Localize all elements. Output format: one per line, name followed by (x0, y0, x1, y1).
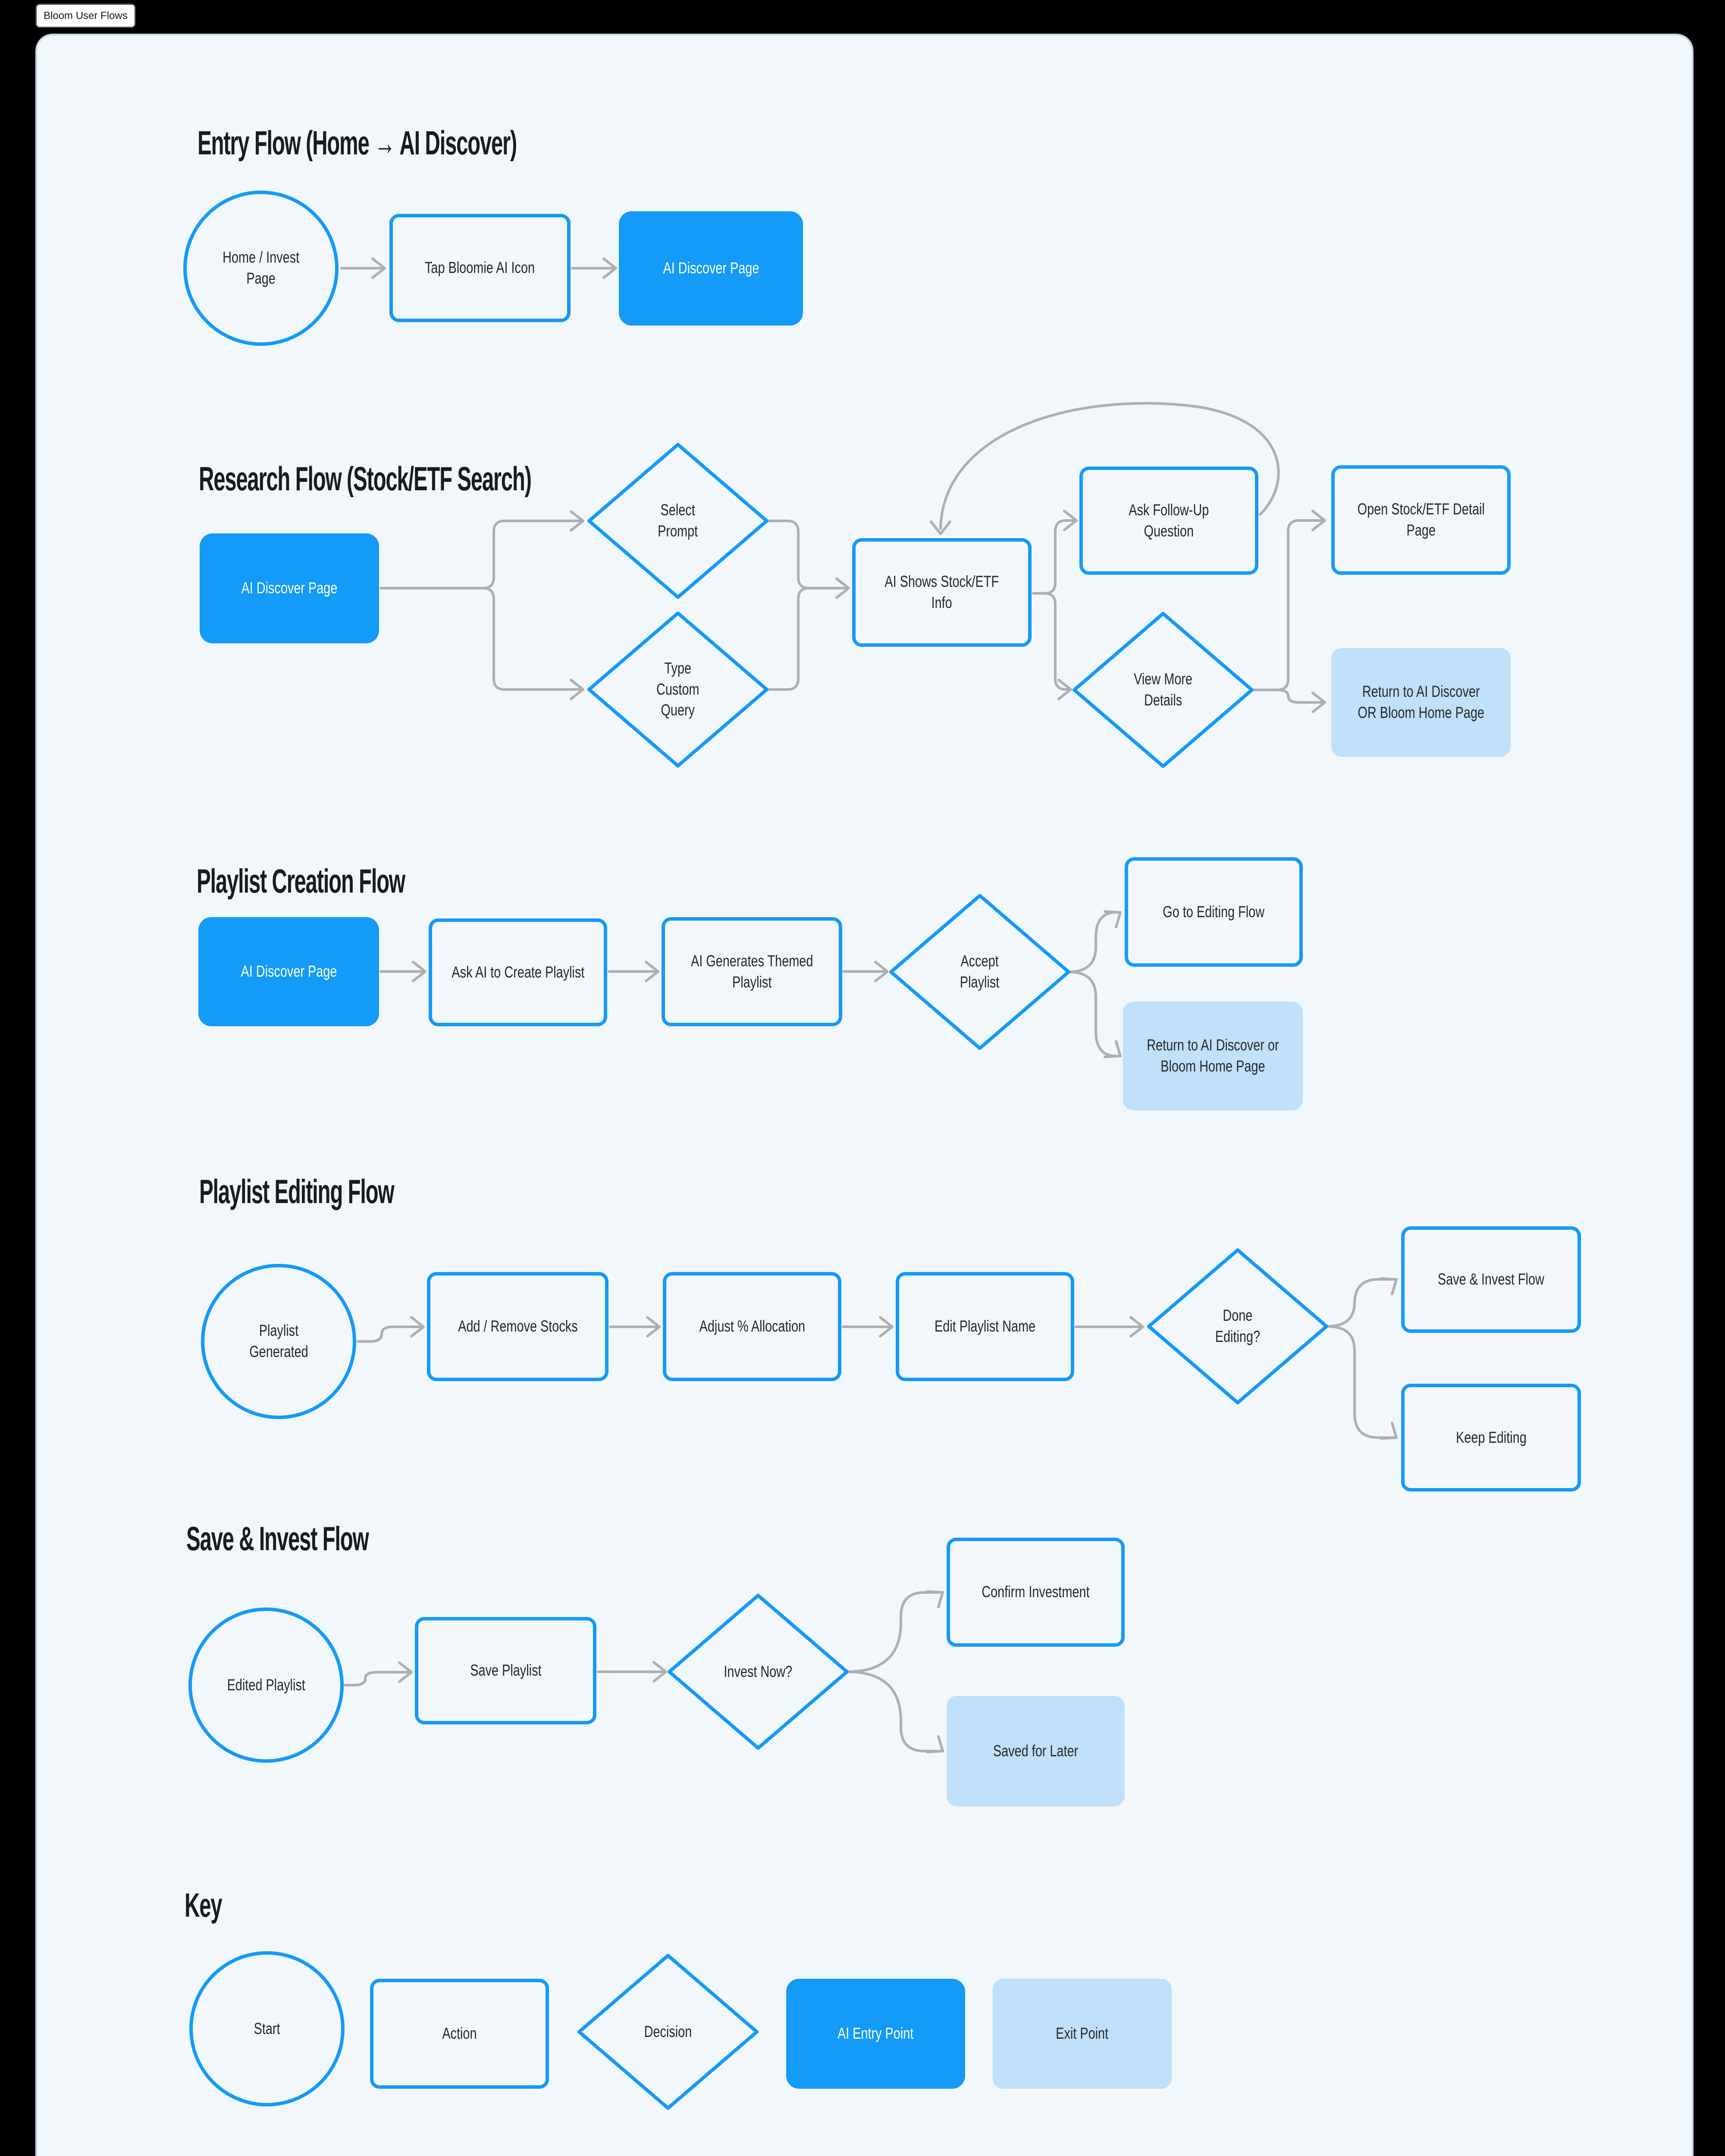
node-adjust-allocation[interactable]: Adjust % Allocation (663, 1272, 841, 1381)
section-title-text: Playlist Editing Flow (199, 1172, 395, 1210)
node-keep-editing[interactable]: Keep Editing (1401, 1384, 1581, 1492)
node-label: View More Details (1134, 670, 1192, 709)
section-title-save-invest-flow: Save & Invest Flow (186, 1520, 476, 1557)
node-label: Edit Playlist Name (934, 1317, 1036, 1335)
node-label: Return to AI Discover OR Bloom Home Page (1358, 683, 1484, 721)
node-tap-bloomie-ai-icon[interactable]: Tap Bloomie AI Icon (389, 214, 571, 322)
node-label: AI Discover Page (241, 579, 338, 597)
section-title-text: Entry Flow (Home → AI Discover) (198, 124, 517, 162)
node-label: Action (442, 2024, 477, 2043)
section-title-text: Playlist Creation Flow (197, 862, 405, 900)
node-label: AI Generates Themed Playlist (690, 952, 813, 991)
node-label: AI Shows Stock/ETF Info (884, 573, 999, 611)
node-label: AI Discover Page (663, 259, 759, 277)
node-ai-discover-page-creation[interactable]: AI Discover Page (198, 917, 379, 1026)
node-label: Accept Playlist (960, 952, 1000, 991)
node-invest-now[interactable]: Invest Now? (667, 1593, 849, 1750)
node-return-exit-research[interactable]: Return to AI Discover OR Bloom Home Page (1331, 648, 1511, 757)
key-ai-entry-point-shape[interactable]: AI Entry Point (786, 1979, 965, 2089)
node-go-to-editing-flow[interactable]: Go to Editing Flow (1125, 857, 1303, 967)
section-title-text: Research Flow (Stock/ETF Search) (199, 460, 532, 498)
node-label: Home / Invest Page (222, 248, 300, 287)
node-ai-discover-page-entry[interactable]: AI Discover Page (619, 211, 803, 326)
node-type-custom-query[interactable]: Type Custom Query (587, 611, 769, 768)
diamond-shape (1073, 612, 1254, 768)
page-title-tag[interactable]: Bloom User Flows (35, 3, 136, 28)
node-label: AI Entry Point (837, 2024, 914, 2043)
section-title-text: Save & Invest Flow (186, 1520, 369, 1557)
node-label: Go to Editing Flow (1163, 903, 1265, 921)
node-label: Adjust % Allocation (699, 1317, 805, 1335)
node-label: Decision (644, 2022, 692, 2040)
node-label: Start (254, 2019, 280, 2037)
node-label: Open Stock/ETF Detail Page (1357, 500, 1485, 539)
diamond-shape (587, 611, 768, 768)
node-confirm-investment[interactable]: Confirm Investment (947, 1538, 1125, 1647)
node-label: AI Discover Page (241, 962, 337, 981)
node-label: Playlist Generated (249, 1322, 308, 1360)
node-done-editing[interactable]: Done Editing? (1147, 1248, 1329, 1405)
node-label: Tap Bloomie AI Icon (425, 259, 535, 277)
node-label: Type Custom Query (656, 659, 699, 719)
diamond-shape (587, 443, 768, 599)
flow-board (35, 34, 1694, 2156)
node-label: Add / Remove Stocks (458, 1317, 578, 1335)
node-playlist-generated[interactable]: Playlist Generated (201, 1264, 356, 1419)
diamond-shape (889, 894, 1070, 1050)
node-label: Confirm Investment (982, 1583, 1090, 1601)
key-decision-shape[interactable]: Decision (577, 1953, 759, 2110)
diamond-shape (577, 1954, 759, 2110)
node-label: Saved for Later (993, 1742, 1079, 1760)
section-title-research-flow: Research Flow (Stock/ETF Search) (199, 460, 726, 497)
key-exit-point-shape[interactable]: Exit Point (993, 1979, 1172, 2089)
node-ai-discover-page-research[interactable]: AI Discover Page (200, 533, 379, 643)
key-start-shape[interactable]: Start (189, 1951, 345, 2106)
node-ai-generates-themed-playlist[interactable]: AI Generates Themed Playlist (662, 917, 842, 1026)
node-home-invest-page[interactable]: Home / Invest Page (183, 191, 339, 346)
node-label: Save & Invest Flow (1437, 1270, 1545, 1288)
section-title-entry-flow: Entry Flow (Home → AI Discover) (198, 124, 704, 161)
node-label: Edited Playlist (227, 1676, 305, 1694)
section-title-key: Key (185, 1887, 244, 1924)
node-select-prompt[interactable]: Select Prompt (587, 442, 769, 599)
node-add-remove-stocks[interactable]: Add / Remove Stocks (427, 1272, 608, 1381)
section-title-text: Key (185, 1886, 223, 1924)
node-accept-playlist[interactable]: Accept Playlist (889, 893, 1071, 1050)
node-label: Return to AI Discover or Bloom Home Page (1147, 1036, 1279, 1075)
section-title-playlist-editing-flow: Playlist Editing Flow (199, 1173, 508, 1210)
node-ask-ai-to-create-playlist[interactable]: Ask AI to Create Playlist (429, 918, 607, 1026)
node-label: Select Prompt (658, 501, 698, 540)
node-view-more-details[interactable]: View More Details (1072, 611, 1254, 768)
diamond-shape (668, 1594, 849, 1750)
section-title-playlist-creation-flow: Playlist Creation Flow (197, 862, 527, 899)
node-label: Save Playlist (470, 1661, 542, 1680)
node-label: Ask Follow-Up Question (1129, 501, 1209, 540)
key-action-shape[interactable]: Action (370, 1979, 549, 2089)
node-open-stock-etf-detail-page[interactable]: Open Stock/ETF Detail Page (1331, 465, 1511, 575)
node-save-invest-flow[interactable]: Save & Invest Flow (1401, 1226, 1581, 1333)
diamond-shape (1147, 1248, 1328, 1404)
node-label: Done Editing? (1215, 1307, 1261, 1345)
node-label: Invest Now? (724, 1662, 793, 1680)
node-label: Ask AI to Create Playlist (452, 963, 584, 981)
node-return-exit-creation[interactable]: Return to AI Discover or Bloom Home Page (1123, 1002, 1303, 1110)
node-save-playlist[interactable]: Save Playlist (415, 1617, 596, 1724)
node-saved-for-later[interactable]: Saved for Later (947, 1696, 1125, 1806)
node-ask-follow-up-question[interactable]: Ask Follow-Up Question (1079, 467, 1258, 575)
node-label: Exit Point (1056, 2024, 1109, 2043)
node-ai-shows-stock-etf-info[interactable]: AI Shows Stock/ETF Info (852, 538, 1032, 647)
node-edited-playlist[interactable]: Edited Playlist (188, 1608, 344, 1763)
node-edit-playlist-name[interactable]: Edit Playlist Name (896, 1272, 1074, 1381)
node-label: Keep Editing (1455, 1428, 1527, 1446)
